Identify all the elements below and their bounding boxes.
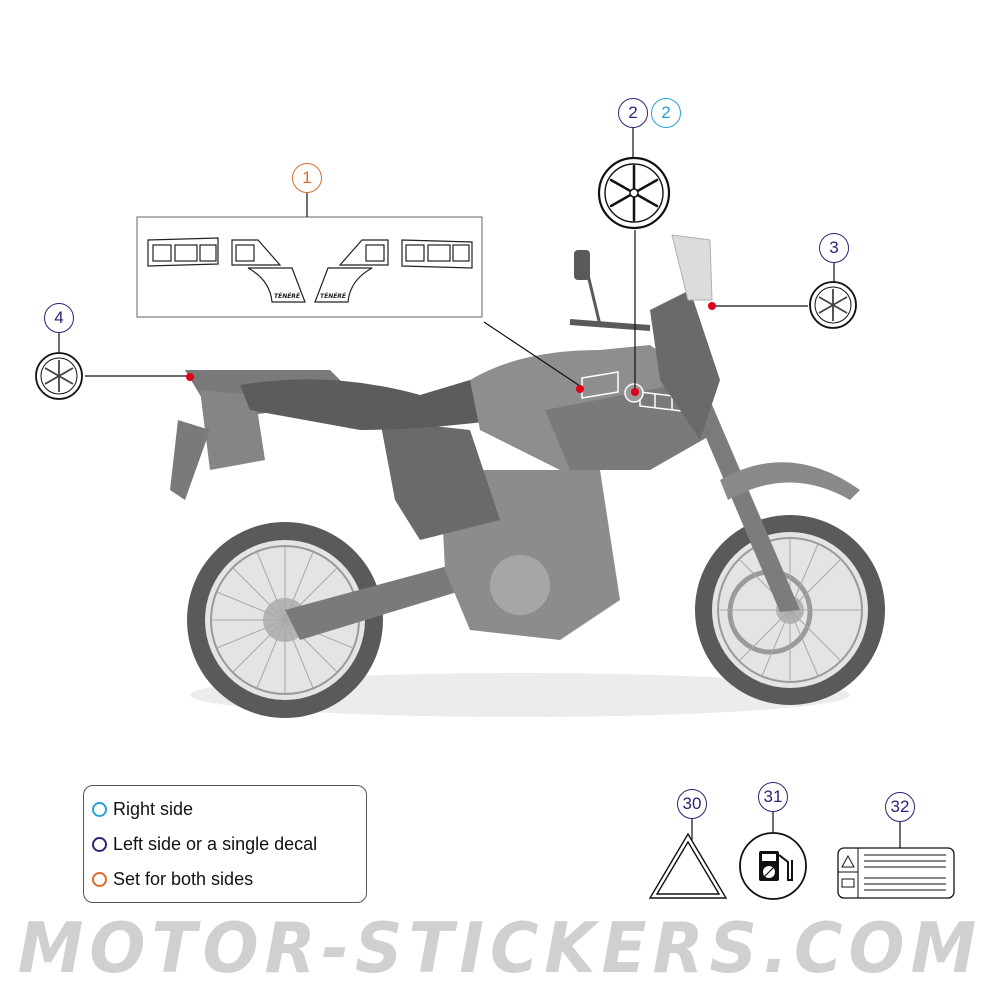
legend-item-right-side: Right side	[92, 799, 193, 820]
emblem-2-art	[597, 156, 671, 230]
leader-lines	[58, 126, 901, 848]
callout-32-label: 32	[890, 797, 910, 816]
callout-1[interactable]: 1	[292, 163, 322, 193]
callout-2-left-label: 2	[628, 103, 638, 122]
emblem-3-art	[809, 281, 857, 329]
callout-2-right-label: 2	[661, 103, 671, 122]
legend-label-left-side: Left side or a single decal	[113, 834, 318, 854]
decal-set-1-art	[147, 237, 473, 303]
label-32-info-art	[837, 847, 955, 899]
decal-text-left: TÉNÉRÉ	[274, 292, 301, 300]
decal-text-right: TÉNÉRÉ	[320, 292, 347, 300]
callout-2-right[interactable]: 2	[651, 98, 681, 128]
watermark-text: MOTOR-STICKERS.COM	[17, 908, 983, 989]
legend-label-right-side: Right side	[113, 799, 194, 819]
callout-32[interactable]: 32	[885, 792, 915, 822]
callout-3[interactable]: 3	[819, 233, 849, 263]
callout-30-label: 30	[682, 794, 702, 813]
callout-4-label: 4	[54, 308, 64, 327]
legend-label-both-sides: Set for both sides	[113, 869, 254, 889]
ring-icon-left-side	[92, 837, 107, 852]
marker-dot-3	[708, 302, 716, 310]
legend-item-both-sides: Set for both sides	[92, 869, 253, 890]
callout-31-label: 31	[763, 787, 783, 806]
marker-dot-1	[576, 385, 584, 393]
legend-item-left-side: Left side or a single decal	[92, 834, 317, 855]
callout-1-label: 1	[302, 168, 312, 187]
label-31-fuel-art	[739, 832, 807, 900]
marker-dot-2	[631, 388, 639, 396]
emblem-4-art	[35, 352, 83, 400]
motorcycle-illustration	[170, 234, 885, 718]
label-30-triangle-art	[648, 832, 728, 899]
callout-3-label: 3	[829, 238, 839, 257]
placement-markers	[186, 302, 716, 396]
callout-2-left[interactable]: 2	[618, 98, 648, 128]
ring-icon-right-side	[92, 802, 107, 817]
marker-dot-4	[186, 373, 194, 381]
callout-4[interactable]: 4	[44, 303, 74, 333]
callout-30[interactable]: 30	[677, 789, 707, 819]
legend-box: Right side Left side or a single decal S…	[83, 785, 367, 903]
ring-icon-both-sides	[92, 872, 107, 887]
callout-31[interactable]: 31	[758, 782, 788, 812]
